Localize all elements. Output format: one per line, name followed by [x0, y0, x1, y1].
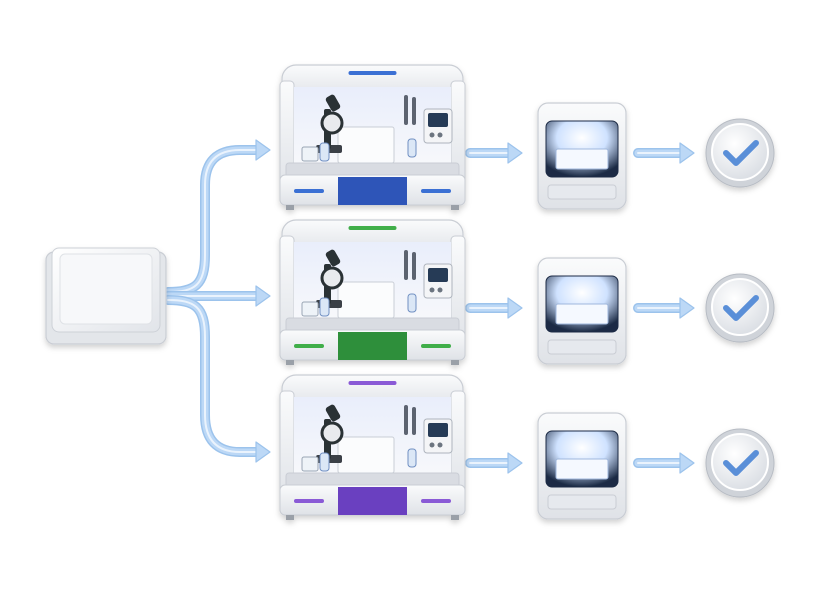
pipette-icon	[404, 95, 408, 125]
workstation-foot-left	[286, 515, 294, 520]
analyzer-knob-2	[437, 442, 443, 448]
result-checkmark	[723, 450, 759, 476]
workstation-indicator-left	[294, 189, 324, 193]
device-layer	[45, 64, 775, 520]
workstation-indicator-right	[421, 499, 451, 503]
connector-arrows	[163, 139, 695, 474]
reader-tray	[547, 339, 617, 355]
analyzer-knob-2	[437, 287, 443, 293]
sample-vial-icon	[407, 293, 417, 313]
sample-vial-icon	[407, 138, 417, 158]
workstation-foot-right	[451, 515, 459, 520]
sample-plate-icon	[45, 247, 167, 345]
pipette-icon	[404, 405, 408, 435]
branch-arrow-top-shine	[167, 149, 263, 293]
reader-to-result-arrowhead-3	[679, 452, 695, 474]
workstation-status-light	[348, 71, 397, 75]
plate-reader-icon-3	[537, 412, 627, 520]
reagent-bottle-icon	[319, 142, 330, 162]
workstation-foot-left	[286, 360, 294, 365]
result-badge-face	[711, 278, 769, 336]
checkmark-icon-1	[705, 118, 775, 188]
workstation-foot-left	[286, 205, 294, 210]
microscope-eyepiece	[325, 404, 341, 422]
analyzer-screen	[428, 268, 448, 282]
checkmark-icon-3	[705, 428, 775, 498]
reagent-bottle-icon	[319, 452, 330, 472]
workstation-base-panel	[338, 177, 407, 205]
branch-arrow-bottom	[164, 296, 266, 456]
pipette-icon	[404, 250, 408, 280]
microscope-body-icon	[320, 421, 344, 445]
reader-to-result-arrowhead-1	[679, 142, 695, 164]
reader-plate	[555, 458, 609, 480]
reagent-bottle-icon	[319, 297, 330, 317]
sample-plate-surface	[59, 253, 153, 325]
branch-arrow-top	[164, 146, 266, 296]
branch-arrowhead-bottom	[255, 441, 271, 463]
workstation-indicator-right	[421, 344, 451, 348]
checkmark-icon-2	[705, 273, 775, 343]
reader-to-result-arrowhead-2	[679, 297, 695, 319]
lab-workstation-icon-1	[279, 64, 466, 210]
pipette-icon-2	[412, 97, 416, 125]
tube-rack-icon	[301, 146, 319, 162]
reader-plate	[555, 303, 609, 325]
analyzer-knob-1	[429, 442, 435, 448]
analyzer-knob-1	[429, 132, 435, 138]
workstation-indicator-right	[421, 189, 451, 193]
workstation-indicator-left	[294, 499, 324, 503]
plate-reader-icon-1	[537, 102, 627, 210]
pipette-icon-2	[412, 407, 416, 435]
branch-arrow-bottom-shine	[167, 299, 263, 453]
microscope-body-icon	[320, 111, 344, 135]
lab-workstation-icon-2	[279, 219, 466, 365]
analyzer-knob-1	[429, 287, 435, 293]
workstation-status-light	[348, 226, 397, 230]
workstation-base-panel	[338, 487, 407, 515]
workstation-indicator-left	[294, 344, 324, 348]
tube-rack-icon	[301, 301, 319, 317]
microscope-eyepiece	[325, 94, 341, 112]
microscope-eyepiece	[325, 249, 341, 267]
branch-arrowhead-top	[255, 139, 271, 161]
analyzer-screen	[428, 423, 448, 437]
workstation-plate	[337, 436, 395, 474]
branch-arrow-top-edge	[163, 145, 267, 297]
workstation-status-light	[348, 381, 397, 385]
sample-vial-icon	[407, 448, 417, 468]
reader-tray	[547, 494, 617, 510]
analyzer-knob-2	[437, 132, 443, 138]
workstation-to-reader-arrowhead-1	[507, 142, 523, 164]
branch-arrow-bottom-edge	[163, 295, 267, 457]
analyzer-screen	[428, 113, 448, 127]
workstation-base-panel	[338, 332, 407, 360]
branch-arrowhead-middle	[255, 285, 271, 307]
lab-workstation-icon-3	[279, 374, 466, 520]
workstation-foot-right	[451, 360, 459, 365]
workstation-foot-right	[451, 205, 459, 210]
pipette-icon-2	[412, 252, 416, 280]
workstation-plate	[337, 126, 395, 164]
reader-plate	[555, 148, 609, 170]
workstation-plate	[337, 281, 395, 319]
result-checkmark	[723, 295, 759, 321]
workstation-to-reader-arrowhead-2	[507, 297, 523, 319]
plate-reader-icon-2	[537, 257, 627, 365]
result-badge-face	[711, 433, 769, 491]
microscope-body-icon	[320, 266, 344, 290]
result-checkmark	[723, 140, 759, 166]
workstation-to-reader-arrowhead-3	[507, 452, 523, 474]
tube-rack-icon	[301, 456, 319, 472]
reader-tray	[547, 184, 617, 200]
result-badge-face	[711, 123, 769, 181]
